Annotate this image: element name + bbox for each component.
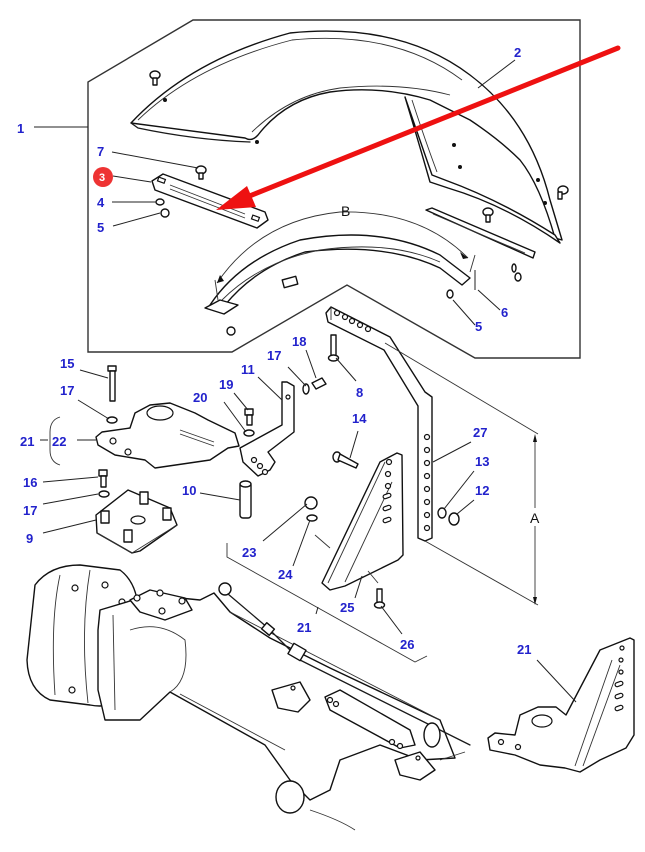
- callout-5: 5: [475, 319, 482, 334]
- callout-12: 12: [475, 483, 489, 498]
- bolt-part-26: [373, 588, 386, 609]
- mounting-plate-part-9: [95, 489, 178, 554]
- callout-26: 26: [400, 637, 414, 652]
- callout-19: 19: [219, 377, 233, 392]
- callout-18: 18: [292, 334, 306, 349]
- nut-icon: [304, 496, 318, 510]
- washer-icon: [437, 507, 447, 519]
- callout-11: 11: [241, 362, 255, 377]
- washer-icon: [306, 514, 318, 522]
- arrowhead-icon: [460, 252, 468, 259]
- washer-icon: [106, 416, 118, 424]
- arrowhead-icon: [533, 434, 537, 442]
- callout-13: 13: [475, 454, 489, 469]
- fender-support-arc: [204, 234, 471, 315]
- callout-21: 21: [297, 620, 311, 635]
- highlight-arrow: [239, 45, 621, 202]
- steering-stop-part-22: [95, 402, 240, 469]
- washer-icon: [243, 429, 255, 437]
- callout-16: 16: [23, 475, 37, 490]
- bolt-part-8: [327, 334, 340, 362]
- callout-27: 27: [473, 425, 487, 440]
- rubber-strip-part-6: [425, 207, 536, 259]
- fender-strap-part-3: [151, 173, 269, 229]
- callout-9: 9: [26, 531, 33, 546]
- callout-17: 17: [267, 348, 281, 363]
- arrowhead-icon: [533, 597, 537, 605]
- dimension-arc-b: [216, 211, 469, 284]
- callout-23: 23: [242, 545, 256, 560]
- callout-5: 5: [97, 220, 104, 235]
- callout-14: 14: [352, 411, 367, 426]
- callout-20: 20: [193, 390, 207, 405]
- leader-lines: [42, 59, 577, 703]
- fender-bolt-icon: [482, 207, 494, 223]
- callout-3-badge: 3: [93, 167, 113, 187]
- callout-21: 21: [20, 434, 34, 449]
- callout-10: 10: [182, 483, 196, 498]
- highlight-arrowhead-icon: [216, 186, 256, 210]
- group-bracket-21: [226, 543, 428, 663]
- washer-icon: [511, 263, 517, 273]
- bracket-assembly-preview-21: [487, 637, 635, 773]
- callout-22: 22: [52, 434, 66, 449]
- front-axle-housing: [26, 564, 471, 831]
- arrowhead-icon: [217, 275, 224, 283]
- callout-4: 4: [97, 195, 105, 210]
- nut-icon: [226, 326, 236, 336]
- extension-line: [384, 342, 539, 435]
- callout-2: 2: [514, 45, 521, 60]
- callout-8: 8: [356, 385, 363, 400]
- bolt-part-16: [98, 469, 108, 488]
- mounting-bracket-part-27: [325, 306, 433, 542]
- fender-bolt-icon: [149, 70, 161, 86]
- bolt-part-15: [107, 365, 117, 402]
- bolt-part-18: [311, 377, 327, 390]
- washer-icon: [302, 383, 310, 395]
- callout-6: 6: [501, 305, 508, 320]
- fender-bolt-icon: [195, 165, 207, 180]
- callout-1: 1: [17, 121, 24, 136]
- bolt-part-14: [332, 451, 359, 469]
- bolt-part-19: [244, 408, 254, 426]
- nut-icon: [448, 512, 460, 526]
- callout-21: 21: [517, 642, 531, 657]
- callout-17: 17: [60, 383, 74, 398]
- assembly-frame: [87, 19, 581, 359]
- dimension-label-b: B: [341, 203, 350, 219]
- bracket-part-11: [239, 381, 295, 477]
- extension-line: [424, 540, 539, 606]
- side-plate-part-25: [321, 452, 404, 591]
- fender-bolt-icon: [557, 185, 569, 200]
- nut-icon: [160, 208, 170, 218]
- callout-15: 15: [60, 356, 74, 371]
- fender-panel: [130, 30, 563, 244]
- callout-3: 3: [99, 172, 105, 184]
- washer-icon: [155, 198, 165, 206]
- dimension-label-a: A: [530, 510, 540, 526]
- callout-7: 7: [97, 144, 104, 159]
- callout-17: 17: [23, 503, 37, 518]
- group-bracket-21: [49, 416, 61, 466]
- pin-part-10: [239, 480, 252, 519]
- callout-25: 25: [340, 600, 354, 615]
- nut-icon: [446, 289, 454, 299]
- nut-icon: [514, 272, 522, 282]
- callout-24: 24: [278, 567, 293, 582]
- washer-icon: [98, 490, 110, 498]
